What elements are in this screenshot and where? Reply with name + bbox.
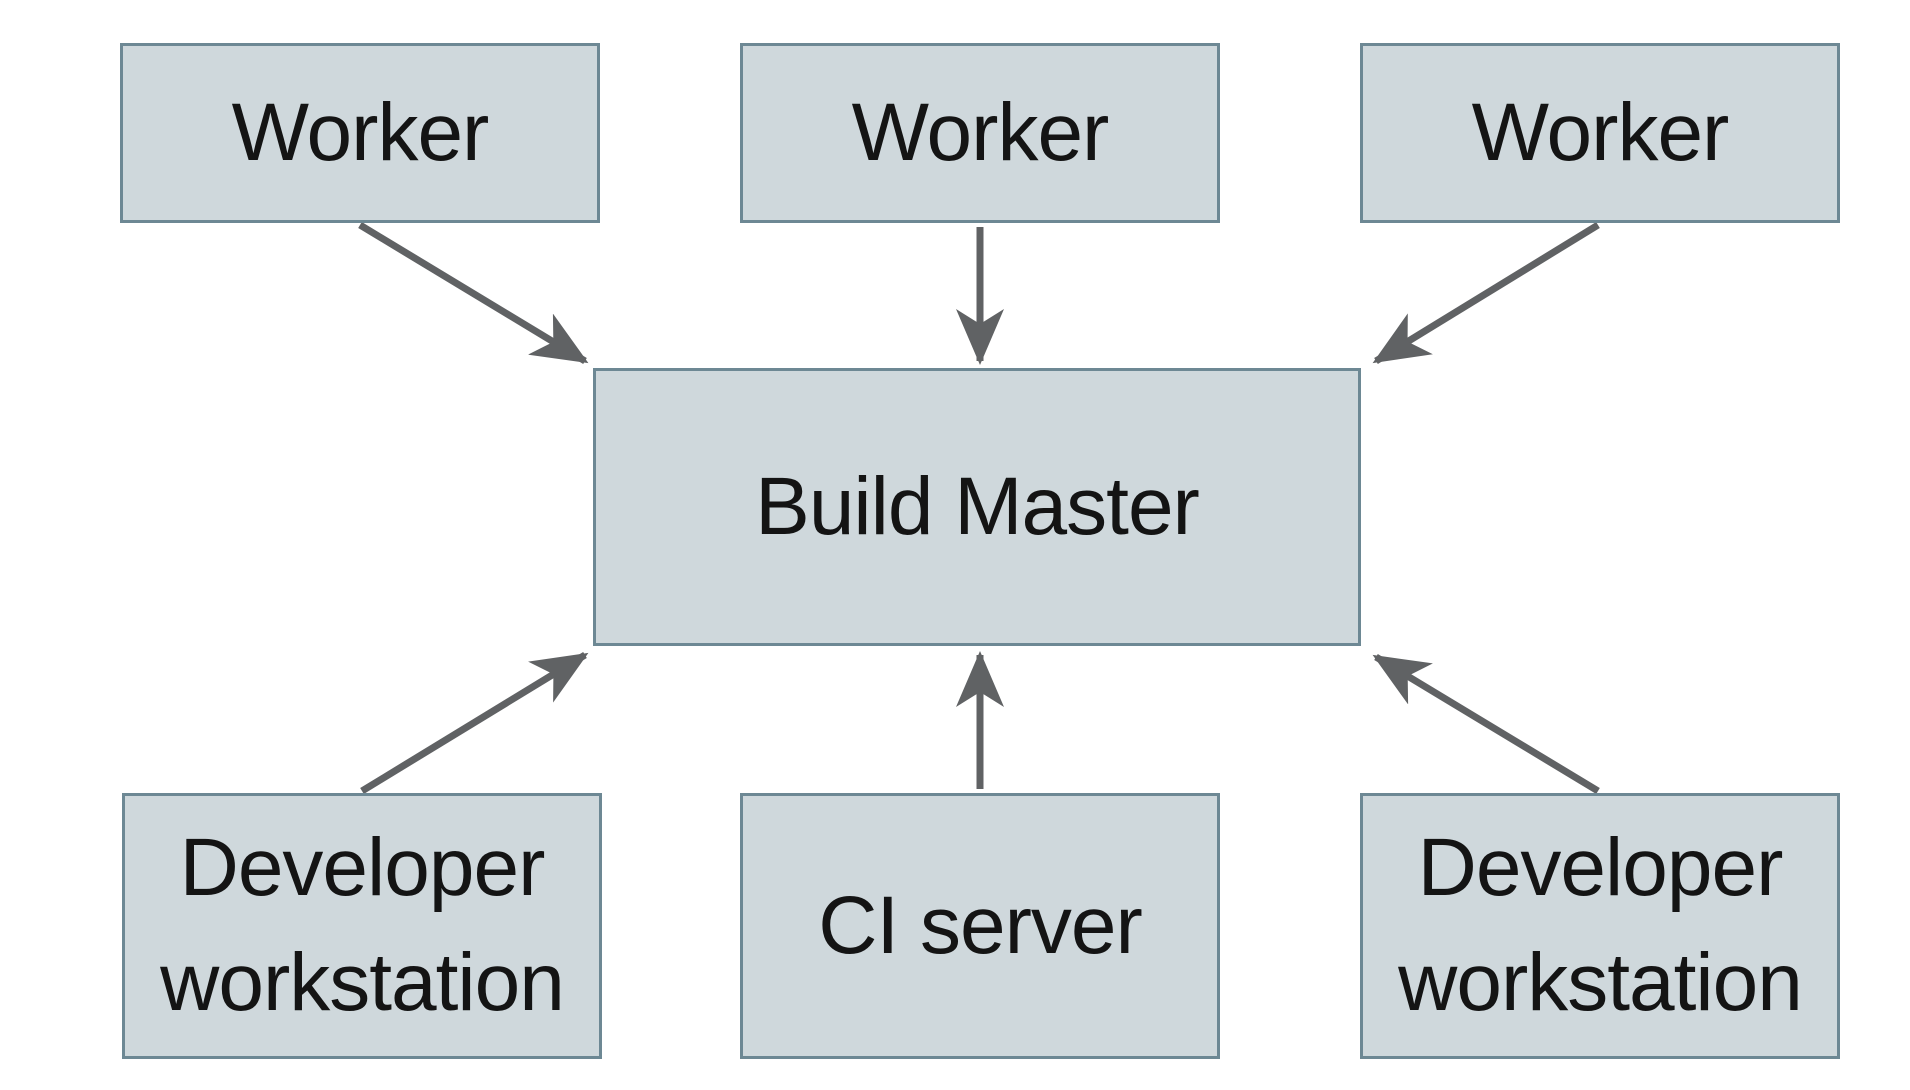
node-dev-workstation-2-label: Developer workstation xyxy=(1398,822,1803,1028)
node-dev-workstation-2: Developer workstation xyxy=(1360,793,1840,1059)
node-worker-1-label: Worker xyxy=(231,86,490,178)
arrow-worker-1-to-build-master xyxy=(358,222,589,364)
node-worker-3: Worker xyxy=(1360,43,1840,223)
node-ci-server-label: CI server xyxy=(818,879,1143,971)
node-build-master-label: Build Master xyxy=(755,460,1200,552)
node-build-master: Build Master xyxy=(593,368,1361,646)
node-worker-2: Worker xyxy=(740,43,1220,223)
arrow-dev-workstation-2-to-build-master xyxy=(1372,654,1600,794)
node-worker-1: Worker xyxy=(120,43,600,223)
arrow-worker-3-to-build-master xyxy=(1372,222,1600,364)
node-worker-3-label: Worker xyxy=(1471,86,1730,178)
node-ci-server: CI server xyxy=(740,793,1220,1059)
arrow-dev-workstation-1-to-build-master xyxy=(360,652,589,794)
node-dev-workstation-1: Developer workstation xyxy=(122,793,602,1059)
node-dev-workstation-1-label: Developer workstation xyxy=(160,822,565,1028)
node-worker-2-label: Worker xyxy=(851,86,1110,178)
